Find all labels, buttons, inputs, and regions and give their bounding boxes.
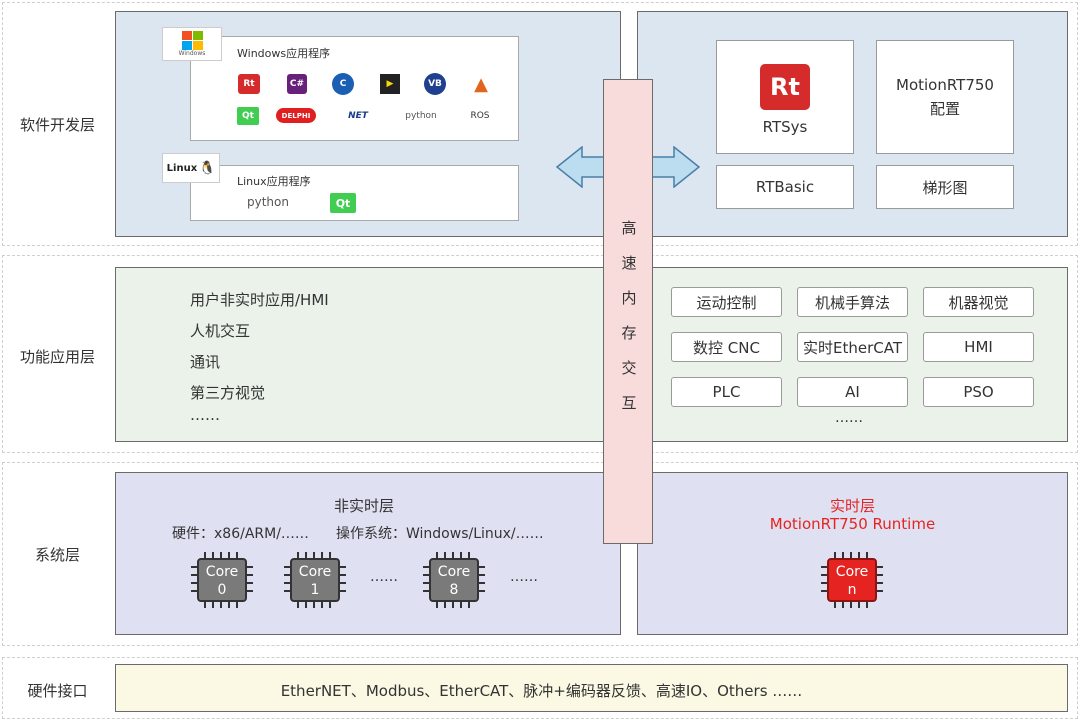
- c-logo-icon: C: [332, 73, 354, 95]
- core-index: 1: [310, 582, 320, 598]
- core-chip-1: Core 1: [283, 552, 347, 608]
- rt-logo-icon: Rt: [238, 74, 260, 94]
- python-logo-icon: python: [405, 111, 437, 121]
- nonrealtime-title: 非实时层: [334, 497, 395, 515]
- windows-badge-text: Windows: [178, 50, 206, 57]
- windows-apps-title: Windows应用程序: [237, 47, 331, 60]
- core-chip-8: Core 8: [422, 552, 486, 608]
- realtime-subtitle: MotionRT750 Runtime: [769, 515, 936, 533]
- function-left-item: 用户非实时应用/HMI: [190, 291, 329, 309]
- tux-icon: 🐧: [199, 160, 216, 176]
- motionrt750-config-box: MotionRT750 配置: [876, 40, 1014, 154]
- core-label: Core: [205, 564, 239, 580]
- hardware-interfaces-text: EtherNET、Modbus、EtherCAT、脉冲+编码器反馈、高速IO、O…: [280, 682, 803, 700]
- bus-char: 互: [621, 394, 637, 412]
- hardware-panel: [115, 664, 1068, 712]
- nonrealtime-hardware-text: 硬件：x86/ARM/……: [172, 526, 309, 542]
- rtsys-label: RTSys: [762, 118, 808, 136]
- realtime-panel: [637, 472, 1068, 635]
- function-box-ai: AI: [797, 377, 908, 407]
- nonrealtime-os-text: 操作系统：Windows/Linux/……: [336, 526, 544, 542]
- core-chip-0: Core 0: [190, 552, 254, 608]
- core-label: Core: [298, 564, 332, 580]
- linux-qt-logo-icon: Qt: [330, 193, 356, 213]
- ladder-diagram-box: 梯形图: [876, 165, 1014, 209]
- function-layer-label: 功能应用层: [19, 348, 95, 366]
- function-left-item: 通讯: [190, 353, 221, 371]
- vb-logo-icon: VB: [424, 73, 446, 95]
- core-index: n: [847, 582, 857, 598]
- config-label-line2: 配置: [929, 99, 960, 118]
- ros-logo-icon: ROS: [470, 111, 490, 121]
- realtime-title: 实时层: [829, 497, 875, 515]
- bus-char: 交: [621, 359, 637, 377]
- nonrealtime-panel: [115, 472, 621, 635]
- bus-char: 内: [621, 289, 637, 307]
- function-left-item: ……: [190, 406, 220, 424]
- linux-apps-title: Linux应用程序: [237, 175, 311, 188]
- function-box-motion-control: 运动控制: [671, 287, 782, 317]
- bus-char: 速: [621, 254, 637, 272]
- csharp-logo-icon: C#: [287, 74, 307, 94]
- software-layer-label: 软件开发层: [19, 116, 95, 134]
- function-box-plc: PLC: [671, 377, 782, 407]
- rtbasic-box: RTBasic: [716, 165, 854, 209]
- windows-logo-badge: Windows: [162, 27, 222, 61]
- windows-flag-icon: [181, 31, 203, 50]
- labview-logo-icon: ▶: [380, 74, 400, 94]
- function-box-pso: PSO: [923, 377, 1034, 407]
- function-box-ethercat: 实时EtherCAT: [797, 332, 908, 362]
- function-left-item: 人机交互: [190, 322, 251, 340]
- core-index: 8: [449, 582, 459, 598]
- function-box-cnc: 数控 CNC: [671, 332, 782, 362]
- matlab-logo-icon: ▲: [474, 73, 488, 95]
- core-chip-n: Core n: [820, 552, 884, 608]
- system-layer-label: 系统层: [34, 546, 80, 564]
- function-box-hmi: HMI: [923, 332, 1034, 362]
- linux-python-logo-icon: python: [247, 195, 289, 209]
- core-ellipsis: ……: [370, 569, 398, 585]
- linux-logo-badge: Linux 🐧: [162, 153, 220, 183]
- config-label-line1: MotionRT750: [896, 75, 994, 94]
- qt-logo-icon: Qt: [237, 107, 259, 125]
- high-speed-memory-bus: 高 速 内 存 交 互: [603, 79, 653, 544]
- function-more-ellipsis: ……: [835, 410, 863, 426]
- core-ellipsis: ……: [510, 569, 538, 585]
- function-left-panel: [115, 267, 621, 442]
- function-left-item: 第三方视觉: [190, 384, 266, 402]
- core-label: Core: [835, 564, 869, 580]
- bus-char: 存: [621, 324, 637, 342]
- dotnet-logo-icon: NET: [348, 111, 368, 121]
- function-box-machine-vision: 机器视觉: [923, 287, 1034, 317]
- linux-badge-text: Linux: [166, 162, 198, 174]
- rtsys-box: Rt RTSys: [716, 40, 854, 154]
- core-label: Core: [437, 564, 471, 580]
- rtsys-logo-icon: Rt: [760, 64, 810, 110]
- delphi-logo-icon: DELPHI: [276, 108, 316, 123]
- bus-char: 高: [621, 219, 637, 237]
- hardware-layer-label: 硬件接口: [27, 682, 88, 700]
- function-box-robot-algorithm: 机械手算法: [797, 287, 908, 317]
- core-index: 0: [217, 582, 227, 598]
